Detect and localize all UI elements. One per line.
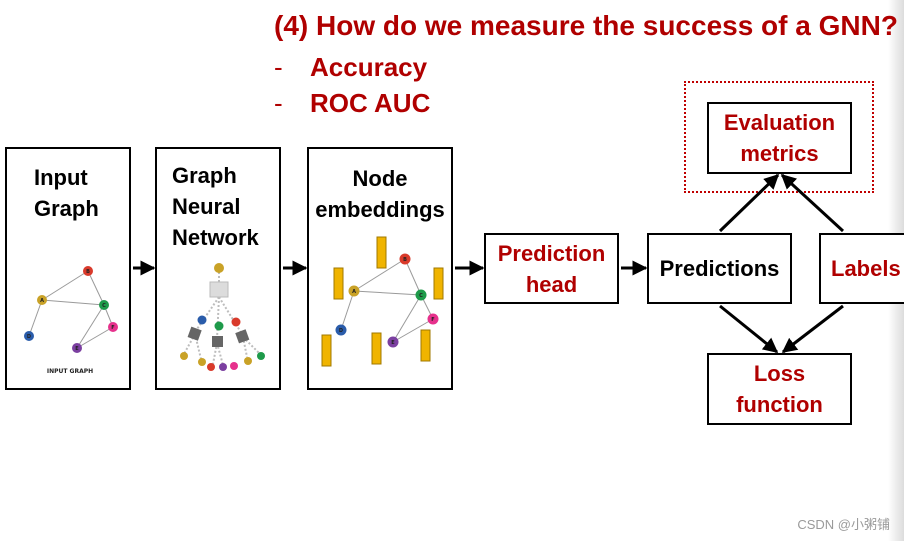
node-d <box>197 315 207 325</box>
box-label-line: Loss <box>753 361 806 386</box>
bullet-dash: - <box>274 52 283 82</box>
embedding-bar <box>371 332 382 365</box>
title-line: Graph <box>34 196 99 221</box>
node-c <box>214 321 224 331</box>
node-label: F <box>111 325 114 331</box>
node-label: D <box>339 328 343 334</box>
aggregator-square <box>187 326 202 341</box>
evaluation-metrics-box: Evaluation metrics <box>707 102 852 174</box>
node-b <box>207 363 215 371</box>
node-label: D <box>27 334 31 340</box>
node-a <box>198 358 206 366</box>
node-embeddings-title: Node embeddings <box>309 163 451 225</box>
node-d <box>335 324 347 336</box>
box-label-line: function <box>736 392 823 417</box>
embedding-bar <box>376 236 387 269</box>
title-line: Neural <box>172 194 241 219</box>
node-a <box>348 285 360 297</box>
evaluation-highlight-frame <box>684 81 874 193</box>
input-graph-title: Input Graph <box>34 162 99 224</box>
arrow-predictions-to-evaluation <box>718 173 780 233</box>
node-label: E <box>391 340 395 346</box>
node-e <box>387 336 399 348</box>
node-label: A <box>352 289 356 295</box>
watermark: CSDN @小粥铺 <box>797 517 890 532</box>
node-c <box>415 289 427 301</box>
box-label-line: head <box>525 271 578 297</box>
loss-function-box: Loss function <box>707 353 852 425</box>
title-line: Node <box>352 166 408 191</box>
box-label: Labels <box>831 256 901 281</box>
input-graph-panel: Input Graph B A C D F E INPUT GRAPH <box>5 147 131 390</box>
node-e <box>72 343 82 353</box>
prediction-head-box: Prediction head <box>484 233 619 304</box>
gnn-panel: Graph Neural Network <box>155 147 281 390</box>
node-b <box>83 266 93 276</box>
node-label: B <box>403 257 407 263</box>
labels-box: Labels <box>819 233 904 304</box>
arrow-labels-to-evaluation <box>780 173 845 233</box>
bullet-accuracy: -Accuracy <box>274 52 427 83</box>
box-label-line: Evaluation <box>723 110 836 135</box>
node-e <box>219 363 227 371</box>
node-b <box>399 253 411 265</box>
arrow-predictions-to-loss <box>719 304 779 354</box>
node-c <box>257 352 265 360</box>
aggregator-square <box>235 329 250 344</box>
node-label: B <box>86 269 90 275</box>
bullet-text: ROC AUC <box>310 88 431 118</box>
box-label: Predictions <box>659 256 780 281</box>
input-graph-drawing: B A C D F E INPUT GRAPH <box>24 266 118 375</box>
predictions-box: Predictions <box>647 233 792 304</box>
title-line: Input <box>34 165 88 190</box>
node-c <box>99 300 109 310</box>
gnn-drawing <box>180 263 265 371</box>
embedding-bar <box>333 267 344 300</box>
node-f <box>427 313 439 325</box>
node-d <box>24 331 34 341</box>
node-f <box>108 322 118 332</box>
node-label: A <box>40 298 44 304</box>
node-label: F <box>431 317 434 323</box>
aggregator-square <box>212 336 223 347</box>
box-label-line: Prediction <box>497 240 606 266</box>
bullet-roc-auc: -ROC AUC <box>274 88 430 119</box>
aggregator-square <box>209 281 229 298</box>
node-label: E <box>75 346 79 352</box>
box-label-line: metrics <box>740 141 819 166</box>
slide-heading: (4) How do we measure the success of a G… <box>274 10 898 41</box>
embedding-bar <box>420 329 431 362</box>
embedding-bar <box>433 267 444 300</box>
node-embeddings-drawing: B A C D F E <box>321 236 444 367</box>
node-a <box>37 295 47 305</box>
bullet-text: Accuracy <box>310 52 428 82</box>
node-f <box>230 362 238 370</box>
node-embeddings-panel: Node embeddings B A C <box>307 147 453 390</box>
title-line: Graph <box>172 163 237 188</box>
title-line: Network <box>172 225 259 250</box>
input-graph-caption: INPUT GRAPH <box>47 368 93 375</box>
embedding-bar <box>321 334 332 367</box>
node-b <box>231 317 241 327</box>
gnn-title: Graph Neural Network <box>172 160 259 253</box>
node-label: C <box>102 303 106 309</box>
arrow-labels-to-loss <box>781 304 844 354</box>
node-a <box>244 357 252 365</box>
node-label: C <box>419 293 423 299</box>
node-a <box>180 352 188 360</box>
title-line: embeddings <box>315 197 445 222</box>
bullet-dash: - <box>274 88 283 118</box>
node-a <box>214 263 224 273</box>
